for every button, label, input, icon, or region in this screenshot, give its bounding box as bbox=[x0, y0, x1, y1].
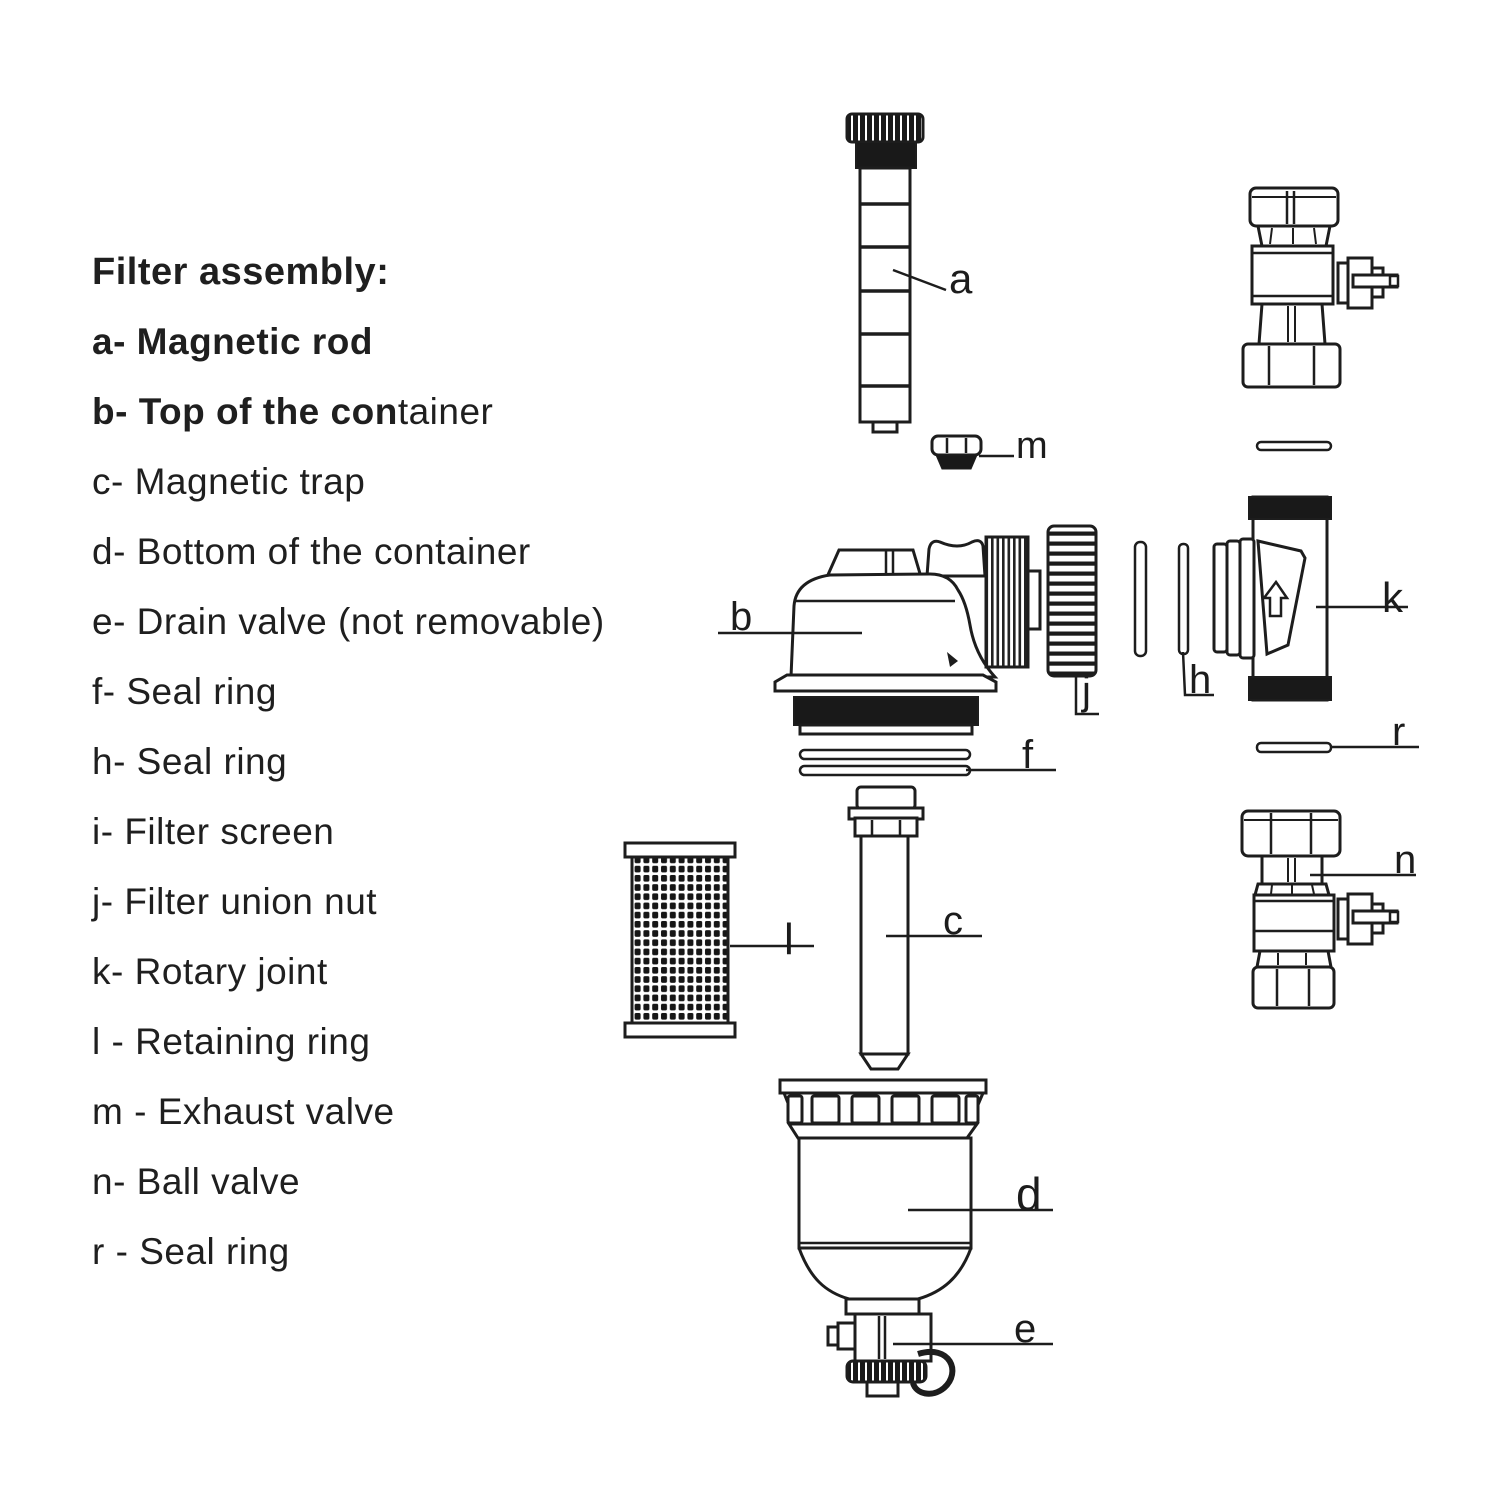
label-e: e bbox=[1014, 1307, 1036, 1351]
legend-item-h: h- Seal ring bbox=[92, 741, 288, 782]
label-c: c bbox=[943, 899, 963, 943]
label-f: f bbox=[1022, 733, 1034, 777]
legend-item-j: j- Filter union nut bbox=[92, 881, 378, 922]
label-l: l bbox=[784, 915, 794, 964]
container-top: b bbox=[718, 535, 1042, 736]
legend-item-i: i- Filter screen bbox=[92, 811, 335, 852]
label-k: k bbox=[1382, 574, 1404, 621]
filter-screen: l bbox=[623, 841, 814, 1039]
magnetic-trap: c bbox=[847, 785, 982, 1071]
parts-legend: Filter assembly: a- Magnetic rod b- Top … bbox=[0, 0, 700, 1500]
leader-j bbox=[1074, 676, 1099, 716]
ball-valve-top bbox=[1241, 186, 1400, 389]
ball-valve-n: n bbox=[1240, 809, 1416, 1010]
magnetic-rod: a bbox=[845, 112, 973, 434]
leader-a bbox=[892, 268, 947, 292]
legend-item-d: d- Bottom of the container bbox=[92, 531, 531, 572]
legend-item-f: f- Seal ring bbox=[92, 671, 277, 712]
seal-ring-top bbox=[1255, 440, 1333, 452]
filter-union-nut: j bbox=[1046, 524, 1099, 716]
legend-item-c: c- Magnetic trap bbox=[92, 461, 366, 502]
legend-item-k: k- Rotary joint bbox=[92, 951, 328, 992]
legend-item-n: n- Ball valve bbox=[92, 1161, 301, 1202]
crown-teeth bbox=[786, 1094, 980, 1125]
seal-rings-h: h bbox=[1133, 540, 1214, 702]
cap-strap-loop bbox=[910, 1349, 956, 1397]
label-h: h bbox=[1189, 658, 1211, 702]
exhaust-valve: m bbox=[930, 425, 1048, 470]
legend-title: Filter assembly: bbox=[92, 251, 390, 293]
label-j: j bbox=[1081, 669, 1091, 713]
label-b: b bbox=[730, 595, 752, 639]
flow-arrow-icon bbox=[1261, 579, 1290, 618]
label-m: m bbox=[1016, 425, 1048, 467]
label-n: n bbox=[1394, 838, 1416, 882]
label-r: r bbox=[1392, 710, 1405, 754]
drain-valve: e bbox=[826, 1307, 1053, 1398]
leader-h bbox=[1181, 651, 1214, 697]
seal-rings-f: f bbox=[798, 733, 1056, 777]
seal-ring-r: r bbox=[1255, 710, 1419, 754]
rotary-joint: k bbox=[1212, 495, 1408, 702]
legend-item-r: r - Seal ring bbox=[92, 1231, 290, 1272]
label-d: d bbox=[1016, 1168, 1042, 1220]
legend-item-a: a- Magnetic rod bbox=[92, 321, 373, 362]
legend-item-e: e- Drain valve (not removable) bbox=[92, 601, 605, 642]
label-a: a bbox=[949, 255, 973, 302]
legend-item-b: b- Top of the container bbox=[92, 391, 494, 432]
container-bottom: d bbox=[778, 1078, 1053, 1316]
legend-item-m: m - Exhaust valve bbox=[92, 1091, 395, 1132]
legend-item-l: l - Retaining ring bbox=[92, 1021, 371, 1062]
